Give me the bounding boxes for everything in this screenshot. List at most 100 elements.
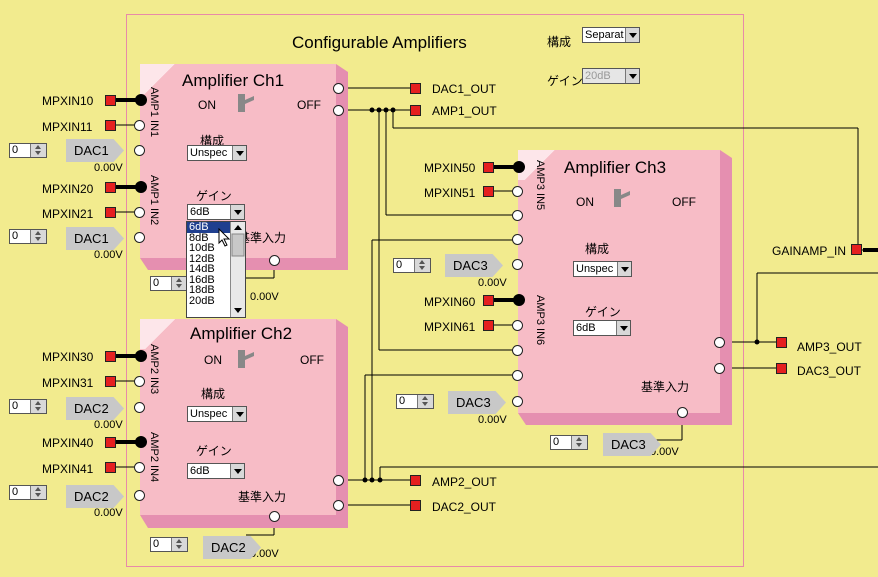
spin-arrows-icon[interactable] bbox=[414, 259, 430, 272]
ch3-dac-a[interactable]: DAC3 bbox=[445, 254, 503, 277]
ch2-dac-b[interactable]: DAC2 bbox=[66, 485, 124, 508]
ch1-dac-spin-a[interactable]: 0 bbox=[9, 143, 47, 158]
ch1-gain-dropdown-list[interactable]: 6dB 8dB 10dB 12dB 14dB 16dB 18dB 20dB bbox=[186, 221, 246, 318]
mpxin50-terminal[interactable] bbox=[483, 162, 494, 173]
dropdown-option[interactable]: 20dB bbox=[189, 294, 215, 307]
global-config-select[interactable]: Separat bbox=[582, 27, 640, 43]
global-gain-value: 20dB bbox=[585, 70, 611, 82]
ch3-ref-pin[interactable] bbox=[677, 407, 688, 418]
ch1-in1a-pin[interactable] bbox=[135, 94, 147, 106]
spin-arrows-icon[interactable] bbox=[171, 538, 187, 551]
dropdown-option[interactable]: 12dB bbox=[189, 252, 215, 265]
ch2-config-select[interactable]: Unspec bbox=[187, 406, 247, 422]
ch3-gain-select[interactable]: 6dB bbox=[573, 320, 631, 336]
ch2-in1a-pin[interactable] bbox=[135, 350, 147, 362]
ch2-ref-spin[interactable]: 0 bbox=[150, 537, 188, 552]
ch1-in2b-pin[interactable] bbox=[134, 207, 145, 218]
spin-arrows-icon[interactable] bbox=[417, 395, 433, 408]
mpxin21-terminal[interactable] bbox=[105, 207, 116, 218]
ch1-ref-spin[interactable]: 0 bbox=[150, 276, 188, 291]
mpxin61-terminal[interactable] bbox=[483, 320, 494, 331]
dropdown-scrollbar[interactable] bbox=[230, 222, 245, 317]
dac1-out-terminal[interactable] bbox=[410, 83, 421, 94]
spin-arrows-icon[interactable] bbox=[171, 277, 187, 290]
ch3-in2a-pin[interactable] bbox=[513, 294, 525, 306]
mpxin40-terminal[interactable] bbox=[105, 437, 116, 448]
amp1-out-terminal[interactable] bbox=[410, 105, 421, 116]
ch3-in2d-pin[interactable] bbox=[512, 370, 523, 381]
mpxin11-terminal[interactable] bbox=[105, 120, 116, 131]
ch1-gain-label: ゲイン bbox=[196, 189, 232, 203]
ch3-in1d-pin[interactable] bbox=[512, 234, 523, 245]
ch2-dac-b-volt: 0.00V bbox=[94, 507, 123, 519]
ch2-in1c-pin[interactable] bbox=[134, 402, 145, 413]
ch3-toggle-switch[interactable] bbox=[614, 187, 630, 207]
mpxin20-terminal[interactable] bbox=[105, 182, 116, 193]
ch2-toggle-switch[interactable] bbox=[238, 348, 254, 368]
spin-arrows-icon[interactable] bbox=[571, 436, 587, 449]
ch3-ref-spin[interactable]: 0 bbox=[550, 435, 588, 450]
spin-arrows-icon[interactable] bbox=[30, 400, 46, 413]
dropdown-option[interactable]: 6dB bbox=[187, 222, 231, 233]
dropdown-option[interactable]: 14dB bbox=[189, 263, 215, 275]
dac3-out-terminal[interactable] bbox=[776, 363, 787, 374]
dropdown-option[interactable]: 18dB bbox=[189, 284, 215, 296]
ch1-in2a-pin[interactable] bbox=[135, 181, 147, 193]
ch2-dac-spin-a[interactable]: 0 bbox=[9, 399, 47, 414]
ch3-in1b-pin[interactable] bbox=[512, 186, 523, 197]
ch3-in1c-pin[interactable] bbox=[512, 210, 523, 221]
ch3-in2e-pin[interactable] bbox=[512, 396, 523, 407]
mpxin51-terminal[interactable] bbox=[483, 186, 494, 197]
ch1-out2-pin[interactable] bbox=[333, 105, 344, 116]
spin-arrows-icon[interactable] bbox=[30, 230, 46, 243]
mpxin10-terminal[interactable] bbox=[105, 95, 116, 106]
dropdown-option[interactable]: 16dB bbox=[189, 273, 215, 286]
ch2-in2c-pin[interactable] bbox=[134, 490, 145, 501]
ch3-dac-b[interactable]: DAC3 bbox=[448, 391, 506, 414]
mpxin31-terminal[interactable] bbox=[105, 376, 116, 387]
mpxin60-terminal[interactable] bbox=[483, 295, 494, 306]
ch1-dac-a[interactable]: DAC1 bbox=[66, 139, 124, 162]
ch2-dac-spin-b[interactable]: 0 bbox=[9, 485, 47, 500]
gainamp-in-terminal[interactable] bbox=[851, 244, 862, 255]
ch1-in2c-pin[interactable] bbox=[134, 232, 145, 243]
mpxin41-terminal[interactable] bbox=[105, 462, 116, 473]
ch3-in1a-pin[interactable] bbox=[513, 161, 525, 173]
ch1-toggle-switch[interactable] bbox=[238, 92, 254, 112]
spin-arrows-icon[interactable] bbox=[30, 486, 46, 499]
ch1-dac-b[interactable]: DAC1 bbox=[66, 227, 124, 250]
ch2-ref-dac[interactable]: DAC2 bbox=[203, 536, 261, 559]
ch1-in1b-pin[interactable] bbox=[134, 120, 145, 131]
ch2-ref-pin[interactable] bbox=[269, 511, 280, 522]
ch1-gain-select[interactable]: 6dB bbox=[187, 204, 245, 220]
ch2-out2-pin[interactable] bbox=[333, 500, 344, 511]
spin-arrows-icon[interactable] bbox=[30, 144, 46, 157]
amp2-out-terminal[interactable] bbox=[410, 475, 421, 486]
ch1-out1-pin[interactable] bbox=[333, 83, 344, 94]
ch2-in1b-pin[interactable] bbox=[134, 376, 145, 387]
ch2-in2a-pin[interactable] bbox=[135, 436, 147, 448]
ch3-config-select[interactable]: Unspec bbox=[573, 261, 632, 277]
dropdown-option[interactable]: 10dB bbox=[189, 242, 215, 254]
ch3-ref-dac[interactable]: DAC3 bbox=[603, 433, 661, 456]
mpxin30-label: MPXIN30 bbox=[42, 350, 94, 364]
ch1-dac-spin-b[interactable]: 0 bbox=[9, 229, 47, 244]
ch3-in1e-pin[interactable] bbox=[512, 259, 523, 270]
mpxin30-terminal[interactable] bbox=[105, 351, 116, 362]
ch2-dac-a[interactable]: DAC2 bbox=[66, 397, 124, 420]
ch3-out2-pin[interactable] bbox=[714, 363, 725, 374]
ch3-dac-spin-a[interactable]: 0 bbox=[393, 258, 431, 273]
ch2-gain-select[interactable]: 6dB bbox=[187, 463, 245, 479]
ch3-out1-pin[interactable] bbox=[714, 337, 725, 348]
ch3-dac-spin-b[interactable]: 0 bbox=[396, 394, 434, 409]
ch3-in2c-pin[interactable] bbox=[512, 345, 523, 356]
ch1-ref-pin[interactable] bbox=[269, 255, 280, 266]
ch3-in2b-pin[interactable] bbox=[512, 320, 523, 331]
ch1-config-select[interactable]: Unspec bbox=[187, 145, 247, 161]
amp3-out-terminal[interactable] bbox=[776, 337, 787, 348]
dac2-out-terminal[interactable] bbox=[410, 500, 421, 511]
ch2-in2b-pin[interactable] bbox=[134, 462, 145, 473]
dropdown-option[interactable]: 8dB bbox=[189, 231, 209, 244]
ch1-in1c-pin[interactable] bbox=[134, 145, 145, 156]
ch2-out1-pin[interactable] bbox=[333, 475, 344, 486]
